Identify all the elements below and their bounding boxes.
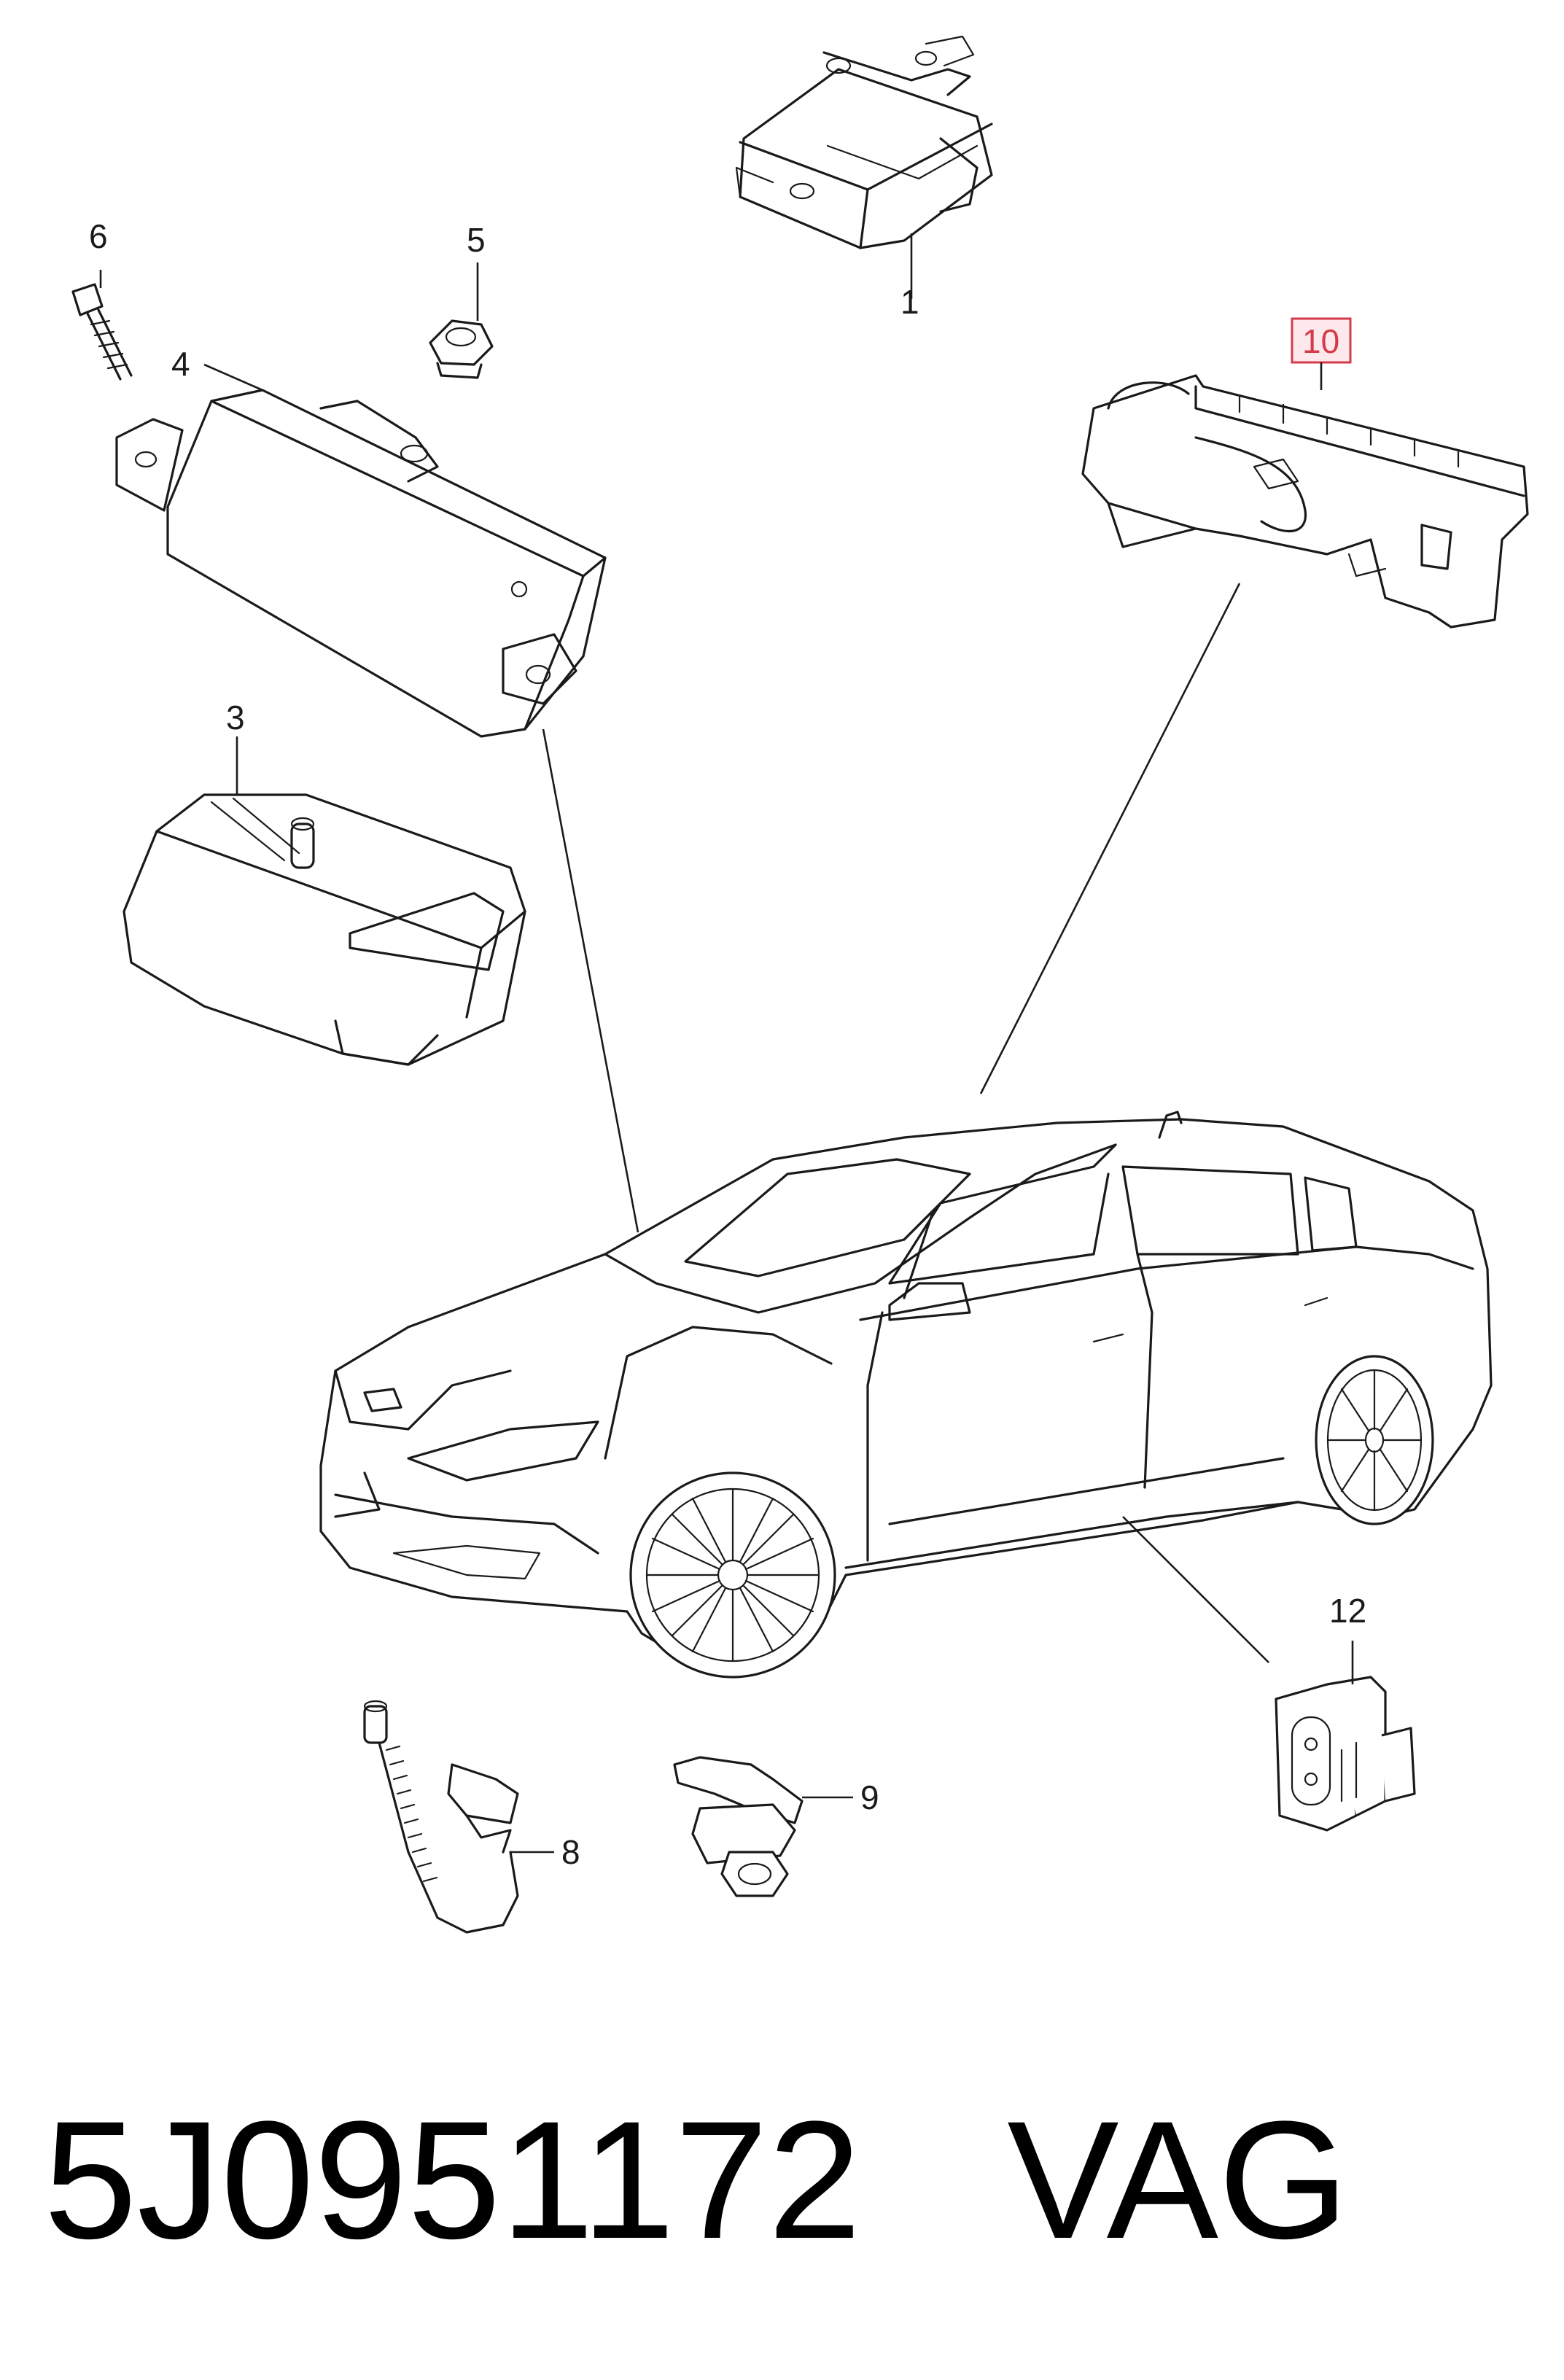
part-10-bracket[interactable]	[1081, 374, 1529, 629]
part-number-footer: 5J0951172 VAG	[44, 2071, 1531, 2290]
car-illustration	[319, 1111, 1493, 1679]
callout-4: 4	[171, 345, 190, 383]
part-8-antenna[interactable]	[363, 1700, 519, 1934]
callout-1: 1	[900, 283, 919, 321]
callout-12: 12	[1329, 1592, 1366, 1630]
callout-5: 5	[467, 221, 486, 259]
callout-8: 8	[561, 1833, 580, 1871]
callout-10: 10	[1302, 322, 1339, 360]
part-6-bolt[interactable]	[71, 283, 133, 381]
brand-name: VAG	[1007, 2086, 1349, 2274]
callout-10-highlight	[1291, 317, 1352, 364]
part-9-clip[interactable]	[673, 1756, 804, 1897]
part-12-switch[interactable]	[1275, 1676, 1416, 1832]
callout-6: 6	[89, 217, 108, 255]
callout-9: 9	[860, 1778, 879, 1816]
part-3-sensor[interactable]	[122, 793, 526, 1066]
part-number: 5J0951172	[44, 2086, 862, 2274]
part-5-nut[interactable]	[429, 319, 494, 379]
callout-3: 3	[226, 699, 245, 736]
part-4-module[interactable]	[115, 389, 607, 738]
part-1-control-unit[interactable]	[735, 35, 993, 249]
